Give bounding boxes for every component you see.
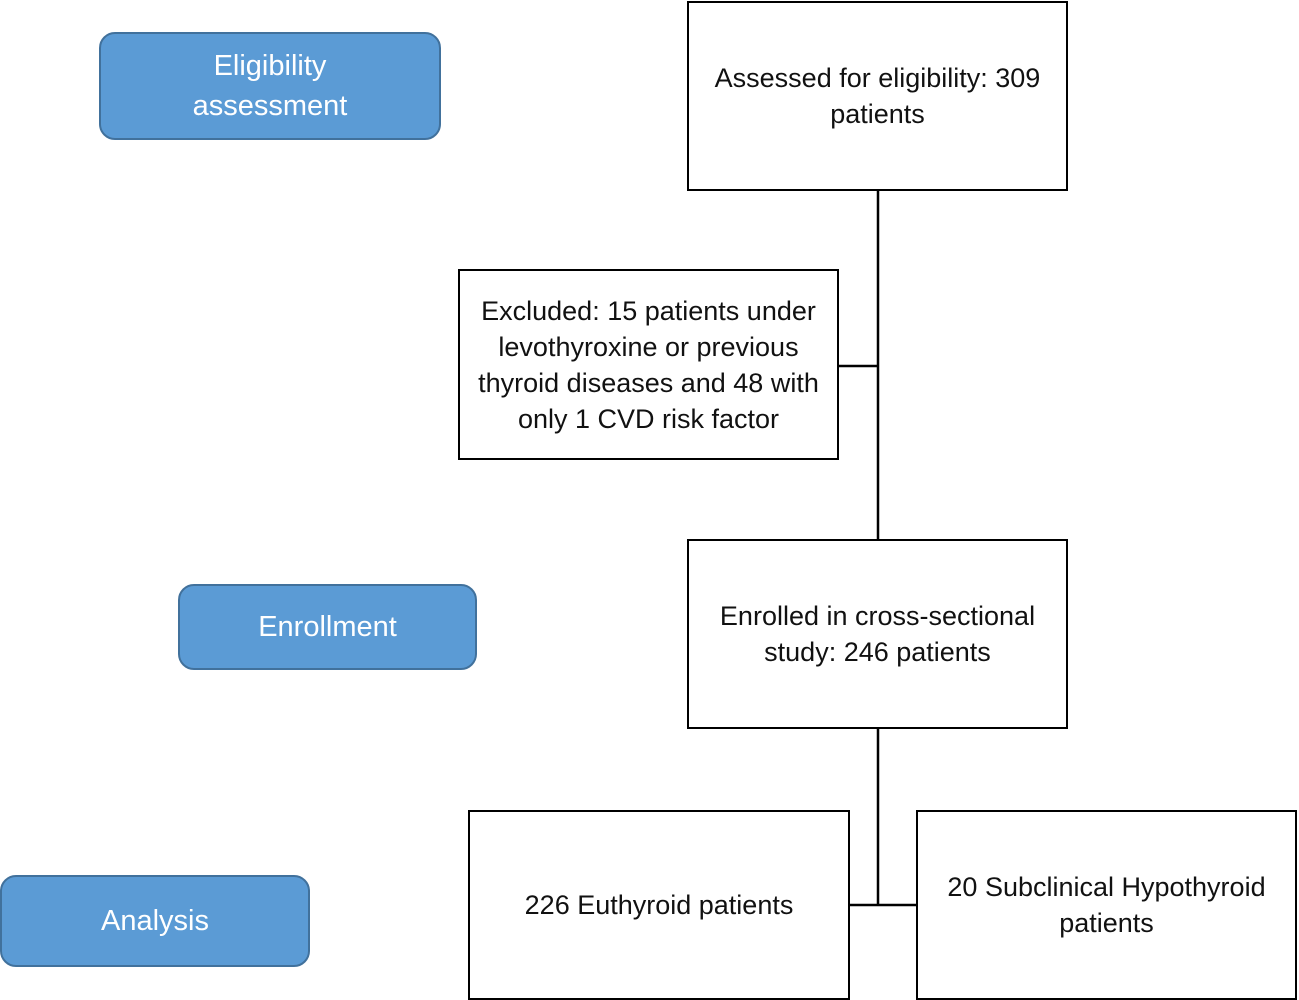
assessed-line-2: patients	[830, 99, 925, 129]
excluded-line-2: levothyroxine or previous	[498, 331, 799, 362]
enrolled-line-1: Enrolled in cross-sectional	[719, 601, 1036, 631]
stage-eligibility-line-2: assessment	[192, 90, 348, 122]
excluded-line-1: Excluded: 15 patients under	[481, 295, 816, 326]
box-enrolled: Enrolled in cross-sectional study: 246 p…	[687, 539, 1068, 729]
euthyroid-label: 226 Euthyroid patients	[524, 890, 794, 920]
box-assessed-for-eligibility: Assessed for eligibility: 309 patients	[687, 1, 1068, 191]
stage-eligibility-assessment: Eligibility assessment	[99, 32, 441, 140]
subclinical-line-2: patients	[1059, 908, 1154, 938]
assessed-line-1: Assessed for eligibility: 309	[714, 63, 1041, 93]
enrolled-line-2: study: 246 patients	[764, 637, 991, 667]
stage-eligibility-line-1: Eligibility	[213, 50, 327, 82]
stage-enrollment-label: Enrollment	[258, 611, 397, 643]
box-excluded: Excluded: 15 patients under levothyroxin…	[458, 269, 839, 460]
subclinical-line-1: 20 Subclinical Hypothyroid	[947, 872, 1266, 902]
excluded-line-3: thyroid diseases and 48 with	[478, 367, 819, 398]
stage-enrollment: Enrollment	[178, 584, 477, 670]
stage-analysis-label: Analysis	[101, 905, 209, 937]
excluded-line-4: only 1 CVD risk factor	[517, 403, 780, 434]
stage-analysis: Analysis	[0, 875, 310, 967]
box-euthyroid: 226 Euthyroid patients	[468, 810, 850, 1000]
box-subclinical-hypothyroid: 20 Subclinical Hypothyroid patients	[916, 810, 1297, 1000]
